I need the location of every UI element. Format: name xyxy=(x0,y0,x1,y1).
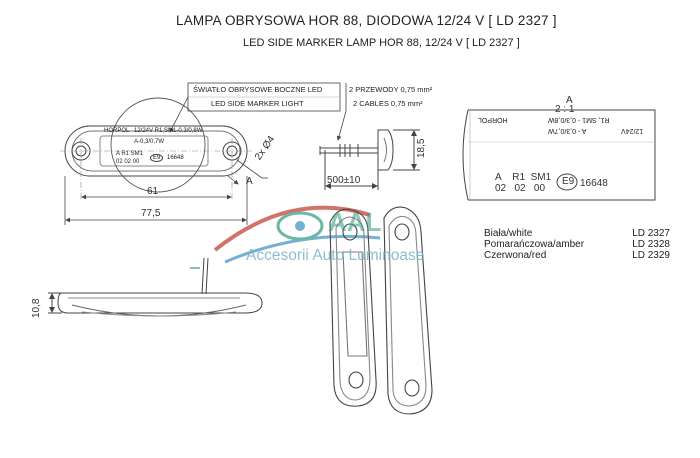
variant-color: Czerwona/red xyxy=(484,250,547,261)
detail-mirror-voltage: 12/24V xyxy=(621,127,644,134)
detail-a-view xyxy=(462,109,656,201)
detail-mirror-power-a: A - 0,3/0,7W xyxy=(548,127,587,134)
variant-code: LD 2329 xyxy=(632,250,670,261)
lens-brand: HORPOL xyxy=(104,128,130,134)
detail-approval-mark: E9 xyxy=(562,176,575,187)
side-view-lamp xyxy=(319,129,420,190)
callout-cables-en: 2 CABLES 0,75 mm² xyxy=(353,99,423,108)
detail-approval-number: 16648 xyxy=(580,178,608,189)
perspective-view-left xyxy=(329,208,377,407)
lens-line4: 02 02 00 xyxy=(116,159,140,165)
variant-row: Czerwona/red LD 2329 xyxy=(484,250,670,261)
lens-line2: A-0,3/0,7W xyxy=(134,139,165,145)
variant-code: LD 2328 xyxy=(632,239,670,250)
watermark-logo: AAL xyxy=(328,207,382,237)
page-title: LAMPA OBRYSOWA HOR 88, DIODOWA 12/24 V [… xyxy=(176,13,557,28)
lens-approval-number: 16648 xyxy=(167,155,184,161)
variants-table: Biała/white LD 2327 Pomarańczowa/amber L… xyxy=(484,228,670,261)
callout-marker-light-en: LED SIDE MARKER LIGHT xyxy=(211,99,304,108)
perspective-view-right xyxy=(383,206,433,415)
variant-code: LD 2327 xyxy=(632,228,670,239)
detail-mirror-brand: HORPOL xyxy=(478,116,508,123)
lens-line3: A R1 SM1 xyxy=(116,151,144,157)
variant-row: Pomarańczowa/amber LD 2328 xyxy=(484,239,670,250)
page-subtitle: LED SIDE MARKER LAMP HOR 88, 12/24 V [ L… xyxy=(243,37,520,49)
detail-row-a: A R1 SM1 xyxy=(495,172,552,183)
front-view-center-lines xyxy=(60,138,252,200)
variant-row: Biała/white LD 2327 xyxy=(484,228,670,239)
detail-row-b: 02 02 00 xyxy=(495,183,546,194)
callout-cables-pl: 2 PRZEWODY 0,75 mm² xyxy=(349,85,433,94)
detail-scale: 2 : 1 xyxy=(555,104,575,115)
dim-inner-width: 61 xyxy=(147,186,159,197)
watermark-graphic xyxy=(213,205,381,264)
watermark-text: Accesorii Auto Luminoase xyxy=(246,247,425,264)
lens-approval-mark: E9 xyxy=(150,154,164,162)
dim-height: 18,5 xyxy=(416,138,427,158)
dim-overall-width: 77,5 xyxy=(141,208,161,219)
variant-color: Pomarańczowa/amber xyxy=(484,239,585,250)
detail-mirror-power-r1: R1, SM1 - 0,3/0,8W xyxy=(548,116,610,123)
dim-cable-length: 500±10 xyxy=(327,175,361,186)
lens-line1: 12/24V R1,SM1-0,3/0,8W xyxy=(134,128,203,134)
variant-color: Biała/white xyxy=(484,228,533,239)
callout-marker-light-pl: ŚWIATŁO OBRYSOWE BOCZNE LED xyxy=(193,85,323,94)
detail-label: A xyxy=(566,95,573,106)
side-profile-lamp xyxy=(48,257,263,317)
front-view-lamp xyxy=(64,97,248,193)
detail-a-marker: A xyxy=(246,176,253,187)
callout-leaders xyxy=(169,82,347,141)
front-view-dimensions xyxy=(64,159,268,225)
dim-thickness: 10,8 xyxy=(31,298,42,318)
